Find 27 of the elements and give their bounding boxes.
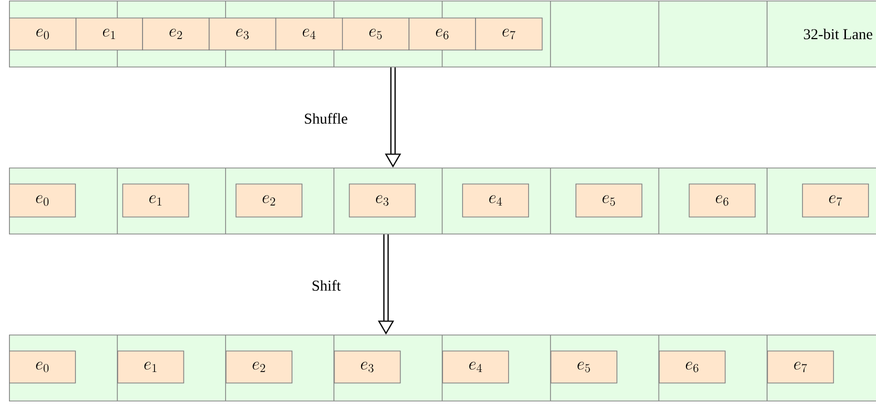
- element-box: $e_{5}$: [576, 184, 642, 218]
- edge-label: Shuffle: [304, 113, 348, 124]
- element-box: $e_{2}$: [142, 18, 210, 50]
- element-box: $e_{1}$: [76, 18, 144, 50]
- element-box: $e_{2}$: [236, 184, 302, 218]
- element-box: $e_{7}$: [475, 18, 543, 50]
- element-box: $e_{0}$: [9, 184, 76, 218]
- element-box: $e_{3}$: [334, 350, 401, 384]
- element-box: $e_{6}$: [658, 350, 726, 384]
- element-box: $e_{1}$: [122, 184, 190, 218]
- element-box: $e_{0}$: [9, 18, 76, 50]
- element-box: $e_{4}$: [442, 350, 509, 384]
- element-box: $e_{0}$: [9, 350, 76, 384]
- element-box: $e_{6}$: [408, 18, 476, 50]
- element-box: $e_{1}$: [117, 350, 184, 384]
- element-box: $e_{4}$: [462, 184, 529, 218]
- element-box: $e_{4}$: [275, 18, 343, 50]
- element-box: $e_{7}$: [802, 184, 869, 218]
- element-box: $e_{3}$: [348, 184, 416, 218]
- element-box: $e_{6}$: [688, 184, 756, 218]
- element-box: $e_{2}$: [226, 350, 292, 384]
- element-box: $e_{7}$: [767, 350, 834, 384]
- lane-label: 32-bit Lane: [804, 28, 872, 40]
- element-box: $e_{3}$: [208, 18, 276, 50]
- element-box: $e_{5}$: [342, 18, 410, 50]
- element-box: $e_{5}$: [550, 350, 618, 384]
- edge-label: Shift: [312, 280, 341, 291]
